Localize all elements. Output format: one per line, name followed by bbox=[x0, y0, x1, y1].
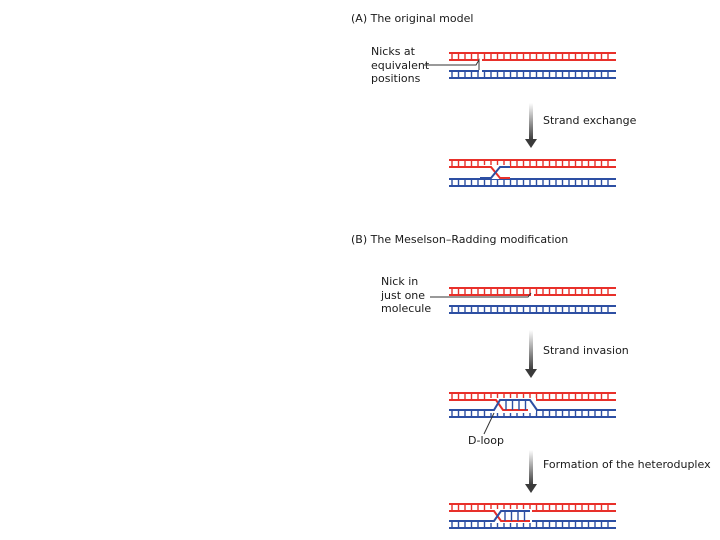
a1-nick-leader bbox=[424, 58, 480, 70]
d-loop-leader bbox=[483, 412, 495, 435]
heteroduplex-label: Formation of the heteroduplex bbox=[543, 458, 711, 471]
nick-label-line-3: molecule bbox=[381, 302, 432, 315]
arrow-strand-exchange-shaft bbox=[529, 103, 533, 140]
b2-invading-strand bbox=[486, 399, 528, 411]
nicks-label-line-2: equivalent bbox=[371, 58, 430, 72]
panel-a-title: (A) The original model bbox=[351, 12, 474, 25]
arrow-heteroduplex-head bbox=[525, 484, 537, 493]
arrow-strand-exchange-head bbox=[525, 139, 537, 148]
a1-nick-blue bbox=[479, 70, 482, 74]
nicks-label: Nicks at equivalent positions bbox=[371, 45, 429, 86]
arrow-strand-invasion-head bbox=[525, 369, 537, 378]
strand-invasion-label: Strand invasion bbox=[543, 344, 629, 357]
b1-nick-red bbox=[531, 293, 534, 297]
a2-blue-crossing bbox=[480, 166, 510, 179]
b2-d-loop-strand bbox=[486, 399, 538, 411]
arrow-strand-invasion-shaft bbox=[529, 330, 533, 370]
a1-nick-red bbox=[479, 58, 482, 62]
d-loop-label: D-loop bbox=[468, 434, 504, 447]
nicks-label-line-3: positions bbox=[371, 72, 421, 85]
b3-blue-crossing bbox=[486, 510, 530, 522]
b1-nick-leader bbox=[430, 292, 532, 298]
panel-b-title: (B) The Meselson–Radding modification bbox=[351, 233, 569, 246]
arrow-heteroduplex-shaft bbox=[529, 450, 533, 485]
nick-label-line-1: Nick in bbox=[381, 275, 419, 288]
nick-label-line-2: just one bbox=[381, 288, 426, 302]
strand-exchange-label: Strand exchange bbox=[543, 114, 637, 127]
nicks-label-line-1: Nicks at bbox=[371, 45, 415, 58]
nick-label: Nick in just one molecule bbox=[381, 275, 431, 316]
b3-heteroduplex-gap bbox=[486, 509, 532, 523]
